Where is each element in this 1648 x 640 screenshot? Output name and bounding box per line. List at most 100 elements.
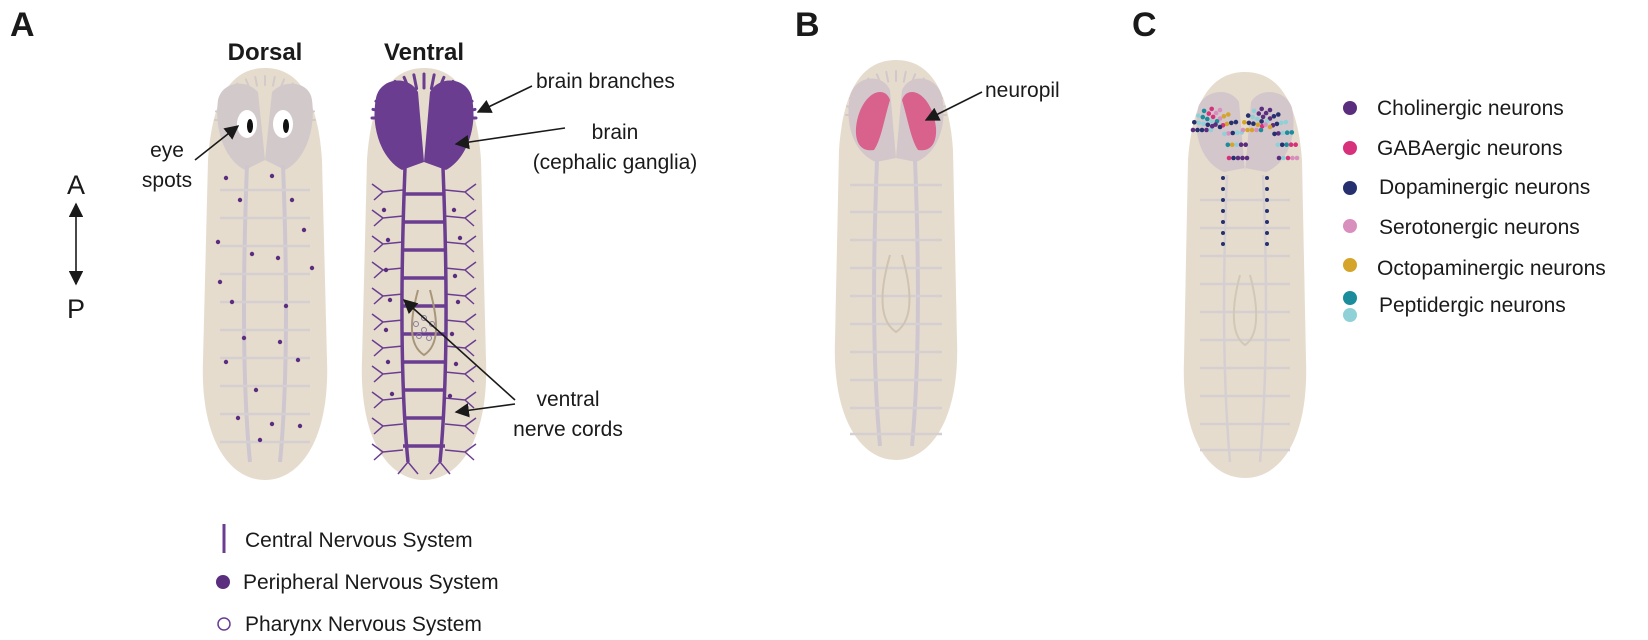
filled-dot-icon: [216, 575, 230, 589]
peptidergic-dark-dot-icon: [1343, 291, 1357, 305]
pns-dot: [218, 280, 222, 284]
pns-dot: [453, 274, 457, 278]
neuron-dot: [1222, 132, 1227, 137]
neuron-dot: [1231, 156, 1236, 161]
left-eye-spot: [237, 110, 257, 138]
octopaminergic-dot-icon: [1343, 258, 1357, 272]
neuron-dot: [1230, 131, 1235, 136]
axis-anterior-label: A: [67, 170, 85, 200]
neuron-dot: [1236, 156, 1241, 161]
legend-item-serotonergic: Serotonergic neurons: [1343, 216, 1580, 239]
neuron-dot: [1265, 231, 1269, 235]
right-eye-pupil: [283, 119, 289, 133]
neuron-dot: [1221, 187, 1225, 191]
legend-item-pns: Peripheral Nervous System: [216, 571, 499, 594]
neuron-dot: [1256, 123, 1261, 128]
neuron-dot: [1204, 128, 1209, 133]
neuron-dot: [1206, 123, 1211, 128]
neuron-dot: [1209, 119, 1214, 124]
pns-dot: [276, 256, 280, 260]
pns-dot: [224, 176, 228, 180]
legend-item-gabaergic: GABAergic neurons: [1343, 137, 1563, 160]
neuron-dot: [1218, 108, 1223, 113]
neuron-dot: [1196, 113, 1201, 118]
neuron-dot: [1226, 143, 1231, 148]
dorsal-title: Dorsal: [228, 39, 303, 66]
neuron-dot: [1264, 111, 1269, 116]
neuron-dot: [1242, 120, 1247, 125]
pns-dot: [458, 236, 462, 240]
ventral-nerve-cords-label-line1: ventral: [536, 388, 599, 411]
panel-a-letter: A: [10, 6, 35, 44]
pns-dot: [390, 392, 394, 396]
pns-dot: [284, 304, 288, 308]
neuron-dot: [1211, 115, 1216, 120]
open-circle-icon: [218, 618, 230, 630]
pns-dot: [382, 208, 386, 212]
pns-dot: [386, 238, 390, 242]
neuron-dot: [1245, 128, 1250, 133]
dorsal-worm: [203, 68, 327, 480]
pns-dot: [278, 340, 282, 344]
neuron-dot: [1235, 130, 1240, 135]
legend-label-pns: Peripheral Nervous System: [243, 571, 499, 594]
neuron-dot: [1240, 156, 1245, 161]
neuron-dot: [1259, 119, 1264, 124]
neuron-dot: [1229, 121, 1234, 126]
neuron-dot: [1245, 156, 1250, 161]
neuron-dot: [1279, 121, 1284, 126]
neuron-dot: [1247, 121, 1252, 126]
neuron-dot: [1241, 128, 1246, 133]
panel-b-letter: B: [795, 6, 820, 44]
serotonergic-dot-icon: [1343, 219, 1357, 233]
neuron-dot: [1246, 113, 1251, 118]
pns-dot: [242, 336, 246, 340]
legend-item-pharynx: Pharynx Nervous System: [218, 613, 482, 636]
panel-c-legend: Cholinergic neurons GABAergic neurons Do…: [1343, 97, 1606, 322]
brain-branches-label: brain branches: [536, 70, 675, 93]
neuron-dot: [1239, 142, 1244, 147]
pns-dot: [254, 388, 258, 392]
legend-label-pharynx: Pharynx Nervous System: [245, 613, 482, 636]
neuron-dot: [1200, 128, 1205, 133]
ventral-nerve-cords-label-line2: nerve cords: [513, 418, 623, 441]
neuron-dot: [1272, 132, 1277, 137]
legend-item-dopaminergic: Dopaminergic neurons: [1343, 176, 1590, 199]
neuron-dot: [1207, 111, 1212, 116]
pns-dot: [290, 198, 294, 202]
neuron-dot: [1286, 156, 1291, 161]
pns-dot: [454, 362, 458, 366]
neuron-dot: [1218, 125, 1223, 130]
neuron-dot: [1284, 142, 1289, 147]
pns-dot: [452, 208, 456, 212]
neuron-dot: [1280, 131, 1285, 136]
panel-b: B neuropil: [795, 6, 1060, 460]
panel-c: C Cholinergic neurons GABAergic neurons …: [1132, 6, 1606, 478]
pns-dot: [384, 328, 388, 332]
neuron-dot: [1265, 220, 1269, 224]
neuron-dot: [1221, 198, 1225, 202]
pns-dot: [250, 252, 254, 256]
legend-label-peptidergic: Peptidergic neurons: [1379, 294, 1566, 317]
neuron-dot: [1268, 108, 1273, 113]
axis-posterior-label: P: [67, 294, 85, 324]
neuron-dot: [1259, 107, 1264, 112]
neuron-dot: [1230, 143, 1235, 148]
anterior-posterior-axis: A P: [67, 170, 85, 324]
ventral-worm: [362, 68, 486, 480]
pns-dot: [224, 360, 228, 364]
neuron-dot: [1205, 117, 1210, 122]
neuron-dot: [1263, 122, 1268, 127]
cholinergic-dot-icon: [1343, 101, 1357, 115]
legend-item-peptidergic: Peptidergic neurons: [1343, 291, 1566, 322]
pns-dot: [388, 298, 392, 302]
neuron-dot: [1221, 209, 1225, 213]
neuron-dot: [1272, 114, 1277, 119]
legend-item-octopaminergic: Octopaminergic neurons: [1343, 257, 1606, 280]
legend-label-cns: Central Nervous System: [245, 529, 473, 552]
neuron-dot: [1265, 187, 1269, 191]
pns-dot: [216, 240, 220, 244]
neuron-dot: [1265, 242, 1269, 246]
legend-item-cns: Central Nervous System: [224, 524, 473, 553]
dopaminergic-dot-icon: [1343, 181, 1357, 195]
